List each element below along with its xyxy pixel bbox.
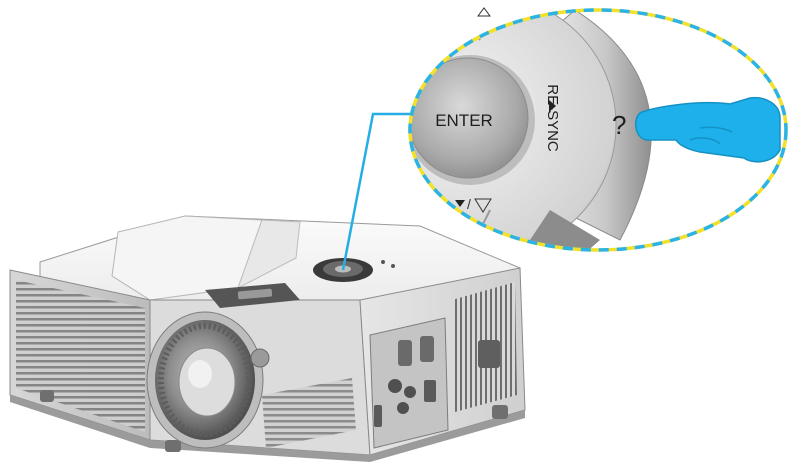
resync-label: RE-SYNC bbox=[544, 84, 561, 152]
power-socket bbox=[478, 340, 500, 368]
ir-sensor bbox=[250, 348, 270, 368]
projector-lens bbox=[146, 311, 264, 449]
triangle-down-icon bbox=[455, 200, 465, 207]
enter-label: ENTER bbox=[435, 111, 493, 130]
pointing-hand-icon bbox=[635, 96, 781, 163]
triangle-up-icon bbox=[477, 7, 491, 17]
connector-panel bbox=[369, 317, 449, 449]
help-label[interactable]: ? bbox=[612, 110, 626, 140]
zoom-focus-slot[interactable] bbox=[205, 283, 300, 308]
svg-text:/: / bbox=[467, 196, 471, 212]
triangle-right-icon bbox=[549, 100, 556, 112]
callout-leader-line bbox=[341, 112, 418, 271]
